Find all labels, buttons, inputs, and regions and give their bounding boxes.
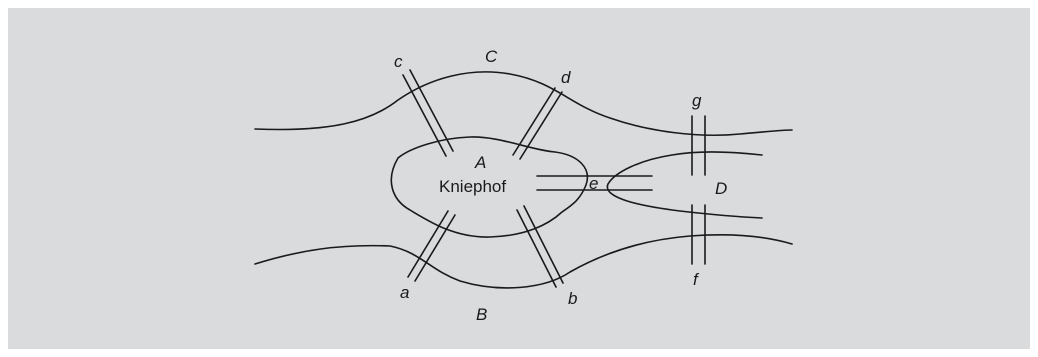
bridge-a	[407, 210, 456, 282]
bridge-label-f: f	[693, 270, 700, 289]
bridge-label-d: d	[561, 68, 571, 87]
bridge-label-a: a	[400, 283, 409, 302]
bridge-label-b: b	[568, 289, 577, 308]
region-label-east-land: D	[715, 179, 727, 198]
bridge-d	[512, 87, 563, 160]
bridge-b	[516, 205, 564, 288]
east-land-outline	[606, 151, 763, 219]
region-label-north-bank: C	[485, 47, 498, 66]
bridge-e	[536, 175, 653, 191]
bridge-label-e: e	[589, 174, 598, 193]
bridge-label-g: g	[692, 91, 702, 110]
island-name-label: Kniephof	[439, 177, 506, 196]
region-label-south-bank: B	[476, 305, 487, 324]
diagram-panel	[8, 8, 1030, 349]
north-bank-shoreline	[254, 71, 793, 136]
island-kniephof-outline	[390, 136, 589, 238]
bridge-c	[402, 69, 454, 157]
region-label-island: A	[474, 153, 486, 172]
bridge-label-c: c	[394, 52, 403, 71]
bridge-f	[691, 204, 706, 265]
south-bank-shoreline	[254, 234, 793, 289]
bridge-g	[691, 115, 706, 176]
